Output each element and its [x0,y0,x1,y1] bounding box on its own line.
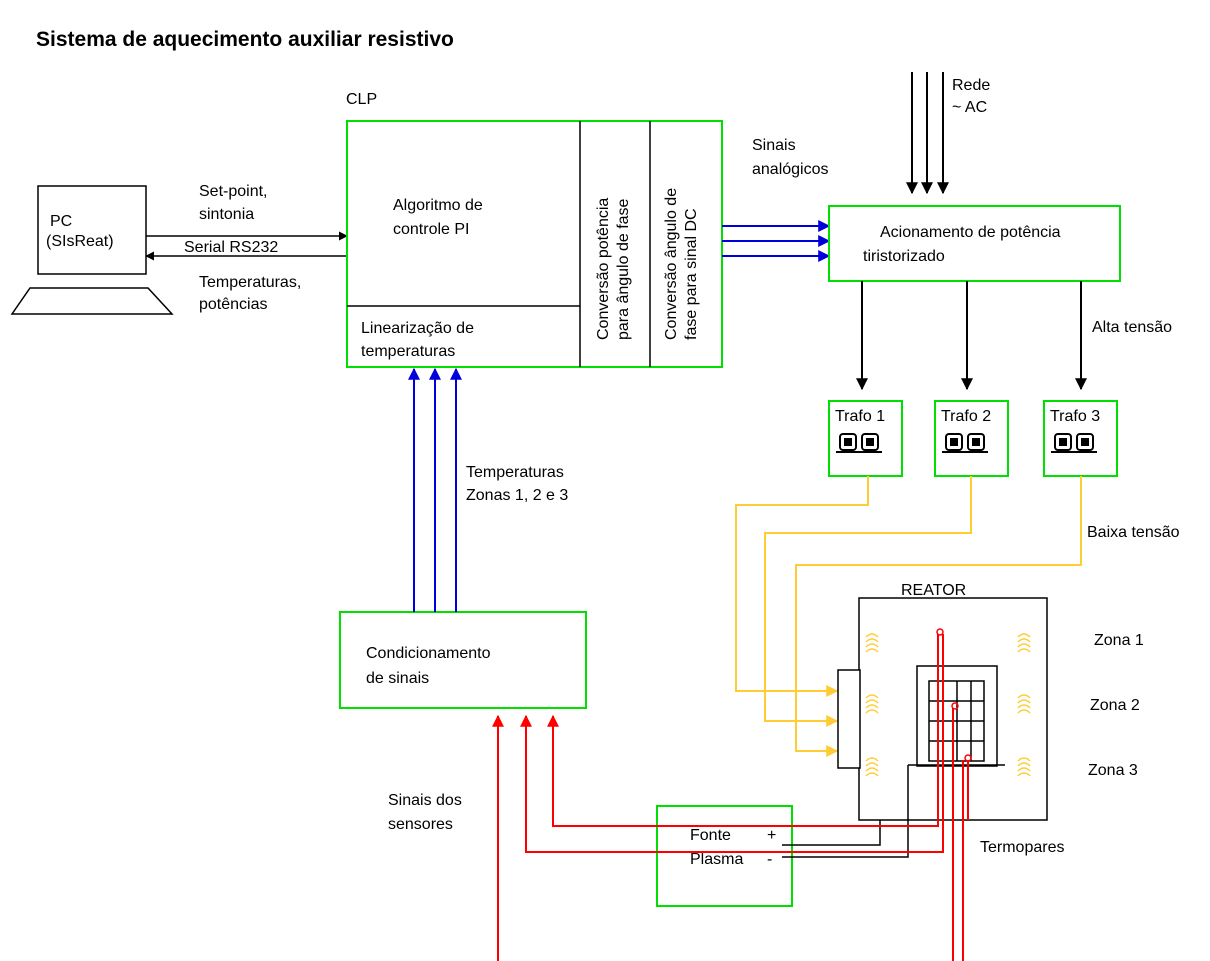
low-voltage-lines [735,476,1082,757]
minus-terminal-label: - [767,851,772,868]
plasma-source-block [656,805,793,907]
transformer-icon [1051,433,1097,453]
serial-label: Serial RS232 [184,239,278,256]
angle-to-dc-label-2: fase para sinal DC [683,208,700,340]
plus-terminal-label: + [767,827,776,844]
high-voltage-lines [856,281,1087,391]
linearization-label-2: temperaturas [361,343,455,360]
transformer-icon [836,433,882,453]
zone-temperatures-label: Temperaturas [466,464,564,481]
thermocouples-label: Termopares [980,839,1064,856]
reactor-label: REATOR [901,582,966,599]
plasma-source-label-2: Plasma [690,851,743,868]
power-drive-label-2: tiristorizado [863,248,945,265]
temps-label: Temperaturas, [199,274,301,291]
transformer-icon [942,433,988,453]
clp-label: CLP [346,91,377,108]
temperature-signal-lines [408,367,462,612]
analog-signals-label-2: analógicos [752,161,829,178]
setpoint-label: Set-point, [199,183,267,200]
power-drive-block [828,205,1121,282]
zona-2-label: Zona 2 [1090,697,1140,714]
signal-conditioning-label: Condicionamento [366,645,491,662]
zona-1-label: Zona 1 [1094,632,1144,649]
rede-label: Rede [952,77,990,94]
zona-3-label: Zona 3 [1088,762,1138,779]
trafo-2-block [934,400,1009,477]
trafo-1-block [828,400,903,477]
trafo-1-label: Trafo 1 [835,408,885,425]
angle-to-dc-label: Conversão ângulo de [663,188,680,340]
power-to-angle-label-2: para ângulo de fase [615,198,632,340]
low-voltage-label: Baixa tensão [1087,524,1180,541]
plasma-source-label: Fonte [690,827,731,844]
ac-network-lines [906,72,949,195]
signal-conditioning-label-2: de sinais [366,670,429,687]
potencias-label: potências [199,296,268,313]
trafo-3-label: Trafo 3 [1050,408,1100,425]
pc-label: PC [50,213,72,230]
power-drive-label: Acionamento de potência [880,224,1061,241]
ac-label: ~ AC [952,99,987,116]
linearization-label: Linearização de [361,320,474,337]
heater-coil-icon [865,633,1031,777]
clp-block [346,120,723,368]
serial-link [145,231,348,261]
sintonia-label: sintonia [199,206,254,223]
sensor-signals-label: Sinais dos [388,792,462,809]
pc-icon [10,185,174,315]
power-to-angle-label: Conversão potência [595,198,612,340]
trafo-3-block [1043,400,1118,477]
diagram-title: Sistema de aquecimento auxiliar resistiv… [36,28,454,51]
pi-algorithm-label-2: controle PI [393,221,469,238]
zone-temperatures-label-2: Zonas 1, 2 e 3 [466,487,568,504]
trafo-2-label: Trafo 2 [941,408,991,425]
plasma-wires [782,765,909,858]
analog-signal-lines [722,220,831,262]
signal-conditioning-block [339,611,587,709]
analog-signals-label: Sinais [752,137,796,154]
sensor-signals-label-2: sensores [388,816,453,833]
pc-software-label: (SIsReat) [46,233,114,250]
thermocouple-wires [492,628,972,961]
pi-algorithm-label: Algoritmo de [393,197,483,214]
high-voltage-label: Alta tensão [1092,319,1172,336]
